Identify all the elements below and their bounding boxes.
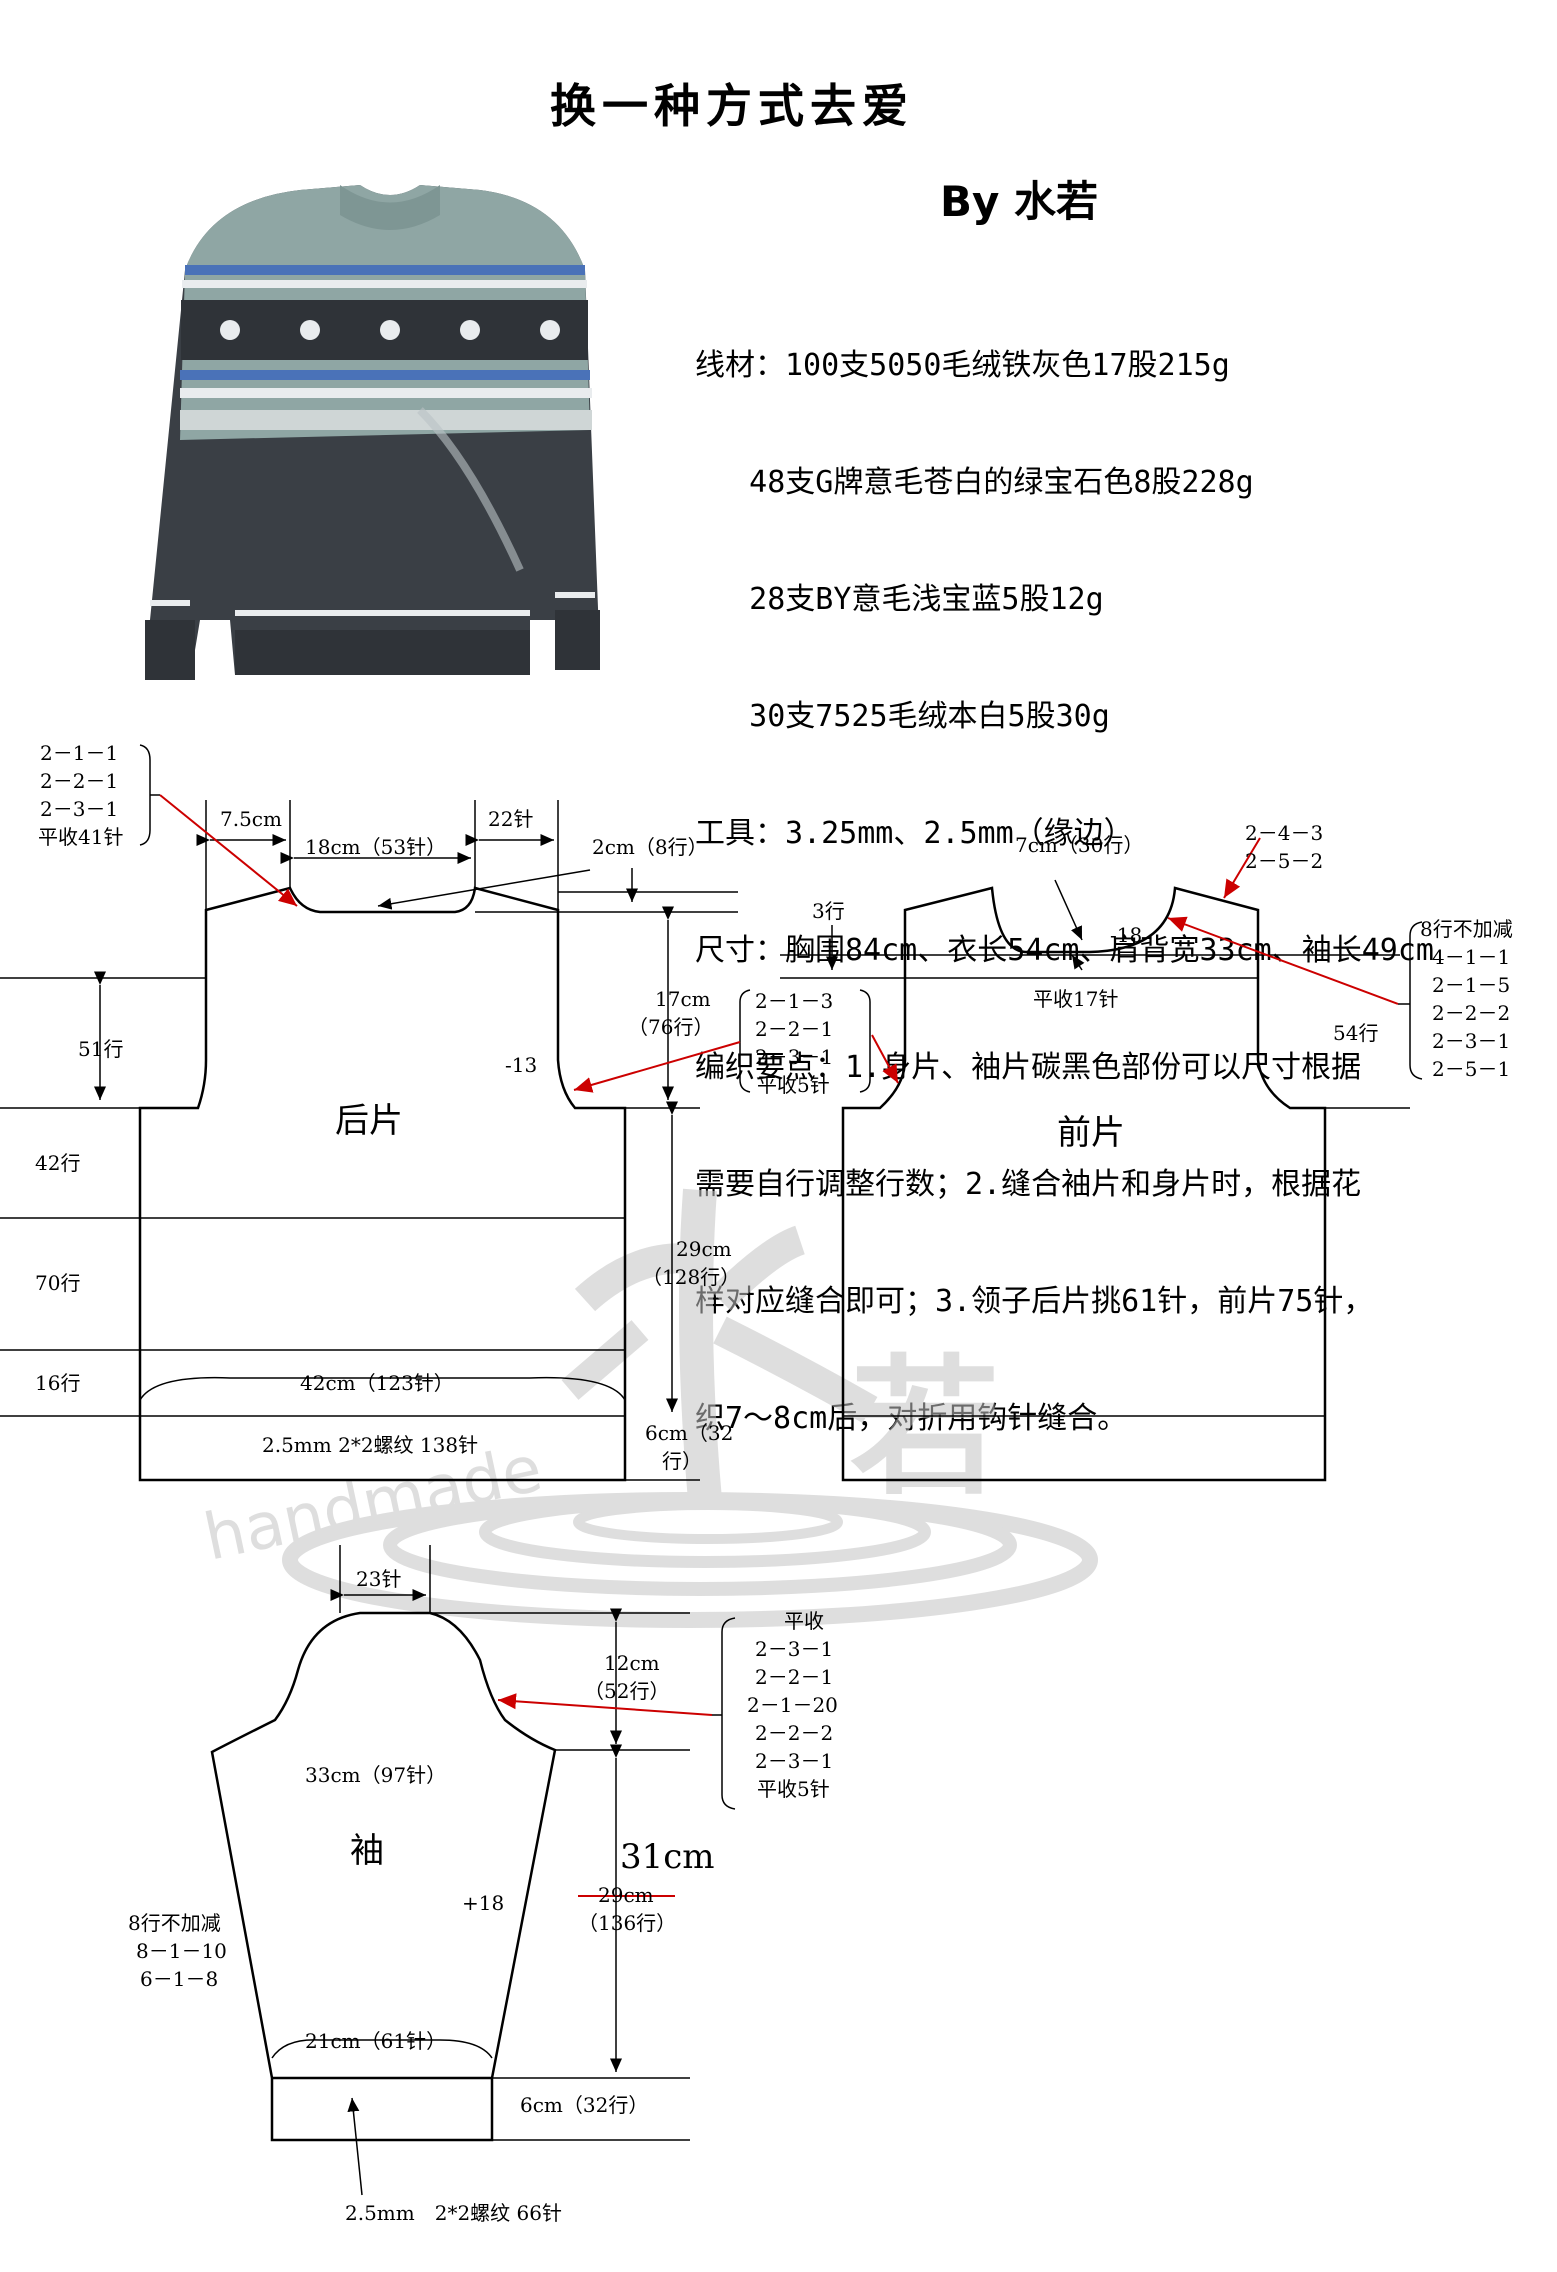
back-rows-42: 42行 xyxy=(35,1151,80,1175)
sleeve-cuff-height: 6cm（32行） xyxy=(520,2093,648,2117)
sleeve-length-new: 31cm xyxy=(620,1837,715,1877)
back-armhole-dec-3: 2－3－1 xyxy=(755,1045,833,1069)
back-ribbing-height-2: 行） xyxy=(662,1449,702,1473)
sleeve-side-inc-1: 8行不加减 xyxy=(128,1911,221,1935)
back-piece: 2－1－1 2－2－1 2－3－1 平收41针 7.5cm 18cm（53针） … xyxy=(0,741,871,1482)
back-ribbing: 2.5mm 2*2螺纹 138针 xyxy=(262,1433,478,1457)
sleeve-cap-dec-2: 2－3－1 xyxy=(755,1637,833,1661)
back-armhole-dec-2: 2－2－1 xyxy=(755,1017,833,1041)
front-side-dec-3: 2－1－5 xyxy=(1432,973,1510,997)
back-armhole-height: 17cm xyxy=(655,987,711,1011)
info-line: 30支7525毛绒本白5股30g xyxy=(695,699,1110,734)
front-neck-dec-2: 2－5－2 xyxy=(1245,849,1323,873)
sleeve-cap-dec-5: 2－2－2 xyxy=(755,1721,833,1745)
back-shoulder-rows: 51行 xyxy=(78,1037,123,1061)
info-line: 线材：100支5050毛绒铁灰色17股215g xyxy=(695,348,1230,383)
info-line: 48支G牌意毛苍白的绿宝石色8股228g xyxy=(695,465,1254,500)
sleeve-side-inc-2: 8－1－10 xyxy=(136,1939,227,1963)
back-neck-dec-4: 平收41针 xyxy=(38,825,123,849)
sleeve-side-inc-3: 6－1－8 xyxy=(140,1967,218,1991)
watermark-logo: 若 handmade xyxy=(198,1188,1098,1628)
front-side-dec-5: 2－3－1 xyxy=(1432,1029,1510,1053)
sleeve-cap-height: 12cm xyxy=(604,1651,660,1675)
front-neck-dec-1: 2－4－3 xyxy=(1245,821,1323,845)
back-body-rows: （128行） xyxy=(642,1265,740,1289)
front-side-dec-4: 2－2－2 xyxy=(1432,1001,1510,1025)
back-ribbing-height: 6cm（32 xyxy=(645,1421,733,1445)
sleeve-upper-width: 33cm（97针） xyxy=(305,1763,446,1787)
back-neck-dec-3: 2－3－1 xyxy=(40,797,118,821)
back-rows-70: 70行 xyxy=(35,1271,80,1295)
front-side-dec-6: 2－5－1 xyxy=(1432,1057,1510,1081)
back-body-height: 29cm xyxy=(676,1237,732,1261)
sleeve-length-old: 29cm xyxy=(598,1883,654,1907)
pattern-info: 线材：100支5050毛绒铁灰色17股215g 48支G牌意毛苍白的绿宝石色8股… xyxy=(695,268,1434,1477)
back-shoulder-width: 7.5cm xyxy=(220,807,282,831)
front-neck-count: -18 xyxy=(1110,923,1142,947)
sleeve-length-rows: （136行） xyxy=(578,1911,676,1935)
back-armhole-rows: （76行） xyxy=(628,1015,713,1039)
back-neck-dec-1: 2－1－1 xyxy=(40,741,118,765)
sleeve-cap-dec-1: 平收 xyxy=(784,1609,824,1633)
back-bottom-width: 42cm（123针） xyxy=(300,1371,454,1395)
back-neck-width: 18cm（53针） xyxy=(305,835,446,859)
sleeve-piece-label: 袖 xyxy=(350,1831,384,1871)
front-neck-depth: 7cm（30行） xyxy=(1015,833,1143,857)
info-line: 28支BY意毛浅宝蓝5股12g xyxy=(695,582,1104,617)
back-neck-dec-2: 2－2－1 xyxy=(40,769,118,793)
info-line: 织7～8cm后，对折用钩针缝合。 xyxy=(695,1401,1128,1436)
front-piece-label: 前片 xyxy=(1057,1113,1125,1153)
back-armhole-dec-4: 平收5针 xyxy=(757,1073,830,1097)
front-side-dec-1: 8行不加减 xyxy=(1420,917,1513,941)
front-side-dec-2: 4－1－1 xyxy=(1432,945,1510,969)
sleeve-cap-dec-7: 平收5针 xyxy=(757,1777,830,1801)
back-armhole-count: -13 xyxy=(505,1053,537,1077)
back-shoulder-sts: 22针 xyxy=(488,807,533,831)
back-armhole-dec-1: 2－1－3 xyxy=(755,989,833,1013)
back-rows-16: 16行 xyxy=(35,1371,80,1395)
sleeve-piece: 23针 12cm （52行） 平收 2－3－1 2－2－1 2－1－20 2－2… xyxy=(128,1545,838,2225)
front-shoulder-rows: 3行 xyxy=(812,899,845,923)
sweater-photo xyxy=(145,185,600,680)
sleeve-cap-dec-3: 2－2－1 xyxy=(755,1665,833,1689)
sleeve-cap-dec-6: 2－3－1 xyxy=(755,1749,833,1773)
front-piece: 2－4－3 2－5－2 7cm（30行） 3行 -18 平收17针 8行不加减 … xyxy=(780,821,1513,1482)
page-title: 换一种方式去爱 xyxy=(550,79,914,133)
watermark-char: 若 xyxy=(850,1342,1000,1516)
sleeve-inc-count: +18 xyxy=(462,1891,504,1915)
sleeve-cap-rows: （52行） xyxy=(584,1679,669,1703)
info-line: 样对应缝合即可；3.领子后片挑61针，前片75针， xyxy=(695,1284,1374,1319)
back-neck-depth: 2cm（8行） xyxy=(592,835,708,859)
sleeve-cap-dec-4: 2－1－20 xyxy=(747,1693,838,1717)
author-byline: By 水若 xyxy=(940,177,1099,226)
sleeve-top-width: 23针 xyxy=(356,1567,401,1591)
front-rows-54: 54行 xyxy=(1333,1021,1378,1045)
info-line: 尺寸：胸围84cm、衣长54cm、肩背宽33cm、袖长49cm xyxy=(695,933,1434,968)
sleeve-cuff-rib: 2.5mm 2*2螺纹 66针 xyxy=(345,2201,562,2225)
sleeve-cuff-width: 21cm（61针） xyxy=(305,2029,446,2053)
info-line: 编织要点：1.身片、袖片碳黑色部份可以尺寸根据 xyxy=(695,1050,1362,1085)
info-line: 需要自行调整行数；2.缝合袖片和身片时，根据花 xyxy=(695,1167,1362,1202)
front-neck-cast-off: 平收17针 xyxy=(1033,987,1118,1011)
info-line: 工具：3.25mm、2.5mm（缘边） xyxy=(695,816,1134,851)
back-piece-label: 后片 xyxy=(335,1101,403,1141)
